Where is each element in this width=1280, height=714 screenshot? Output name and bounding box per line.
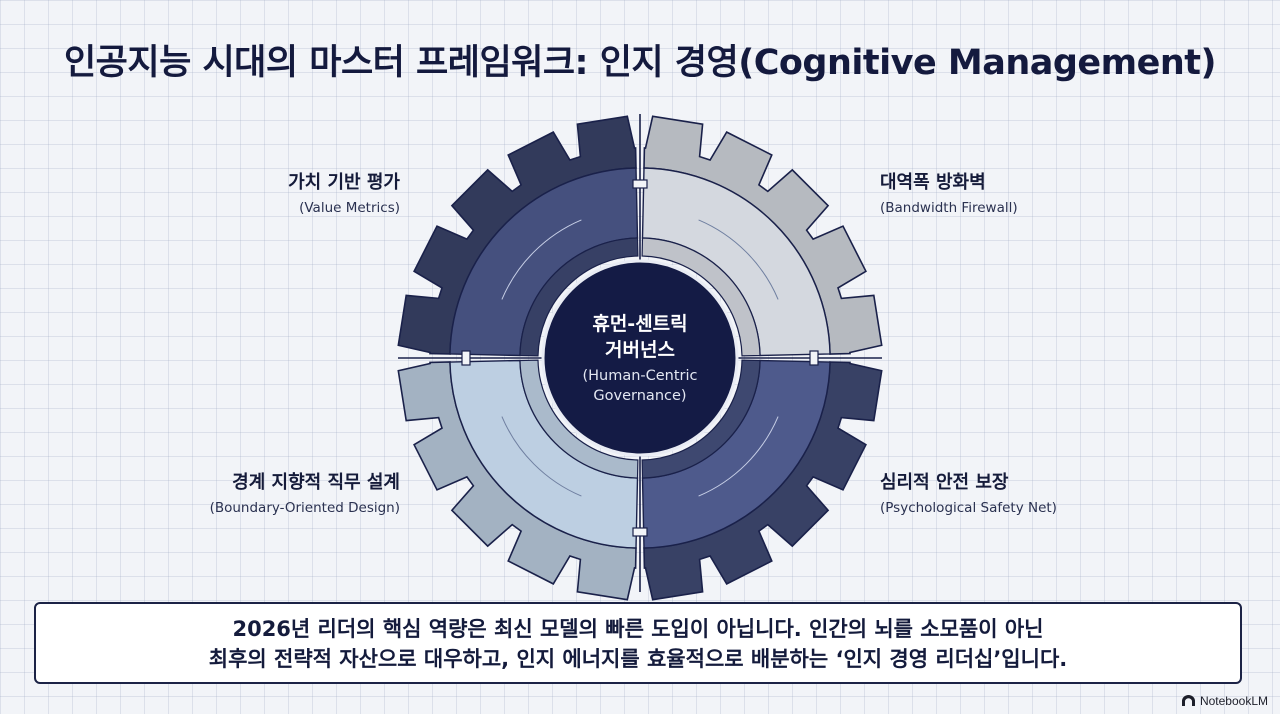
center-title-line2: 거버넌스: [605, 339, 675, 361]
axis-bracket: [632, 527, 648, 537]
quadrant-psychological-safety: [641, 359, 883, 601]
page-title: 인공지능 시대의 마스터 프레임워크: 인지 경영(Cognitive Mana…: [63, 43, 1217, 83]
summary-line-1: 2026년 리더의 핵심 역량은 최신 모델의 빠른 도입이 아닙니다. 인간의…: [232, 617, 1044, 641]
axis-bracket: [461, 350, 471, 366]
brand-watermark: NotebookLM: [1181, 694, 1268, 708]
quadrant-subtitle: (Value Metrics): [299, 200, 400, 216]
quadrant-boundary-design: [397, 359, 639, 601]
quadrant-title: 심리적 안전 보장: [880, 472, 1009, 493]
gear-inner-band: [519, 359, 639, 479]
center-subtitle-line2: Governance): [593, 388, 686, 404]
quadrant-label-bandwidth-firewall: 대역폭 방화벽 (Bandwidth Firewall): [880, 168, 1018, 216]
guide-arc: [501, 219, 582, 300]
quadrant-label-value-metrics: 가치 기반 평가 (Value Metrics): [288, 168, 400, 216]
center-hub: [541, 259, 739, 457]
quadrant-bandwidth-firewall: [641, 115, 883, 357]
quadrant-title: 경계 지향적 직무 설계: [232, 472, 400, 493]
notebooklm-logo-icon: [1181, 695, 1196, 707]
center-subtitle-line1: (Human-Centric: [582, 368, 697, 384]
quadrant-label-boundary-design: 경계 지향적 직무 설계 (Boundary-Oriented Design): [210, 468, 400, 516]
axis-bracket: [632, 179, 648, 189]
guide-arc: [501, 416, 582, 497]
brand-label: NotebookLM: [1199, 694, 1268, 708]
quadrant-value-metrics: [397, 115, 639, 357]
summary-line-2: 최후의 전략적 자산으로 대우하고, 인지 에너지를 효율적으로 배분하는 ‘인…: [208, 647, 1068, 671]
quadrant-subtitle: (Psychological Safety Net): [880, 500, 1057, 516]
quadrant-subtitle: (Bandwidth Firewall): [880, 200, 1018, 216]
guide-arc: [698, 416, 779, 497]
quadrant-subtitle: (Boundary-Oriented Design): [209, 500, 400, 516]
gear-inner-band: [641, 359, 761, 479]
guide-arc: [698, 219, 779, 300]
axis-bracket: [809, 350, 819, 366]
quadrant-title: 대역폭 방화벽: [880, 172, 986, 193]
center-title-line1: 휴먼-센트릭: [592, 313, 687, 335]
quadrant-title: 가치 기반 평가: [288, 172, 400, 193]
summary-box: 2026년 리더의 핵심 역량은 최신 모델의 빠른 도입이 아닙니다. 인간의…: [34, 602, 1242, 684]
quadrant-label-psychological-safety: 심리적 안전 보장 (Psychological Safety Net): [880, 468, 1057, 516]
gear-inner-band: [519, 237, 639, 357]
gear-inner-band: [641, 237, 761, 357]
gear-segments: [397, 115, 883, 601]
